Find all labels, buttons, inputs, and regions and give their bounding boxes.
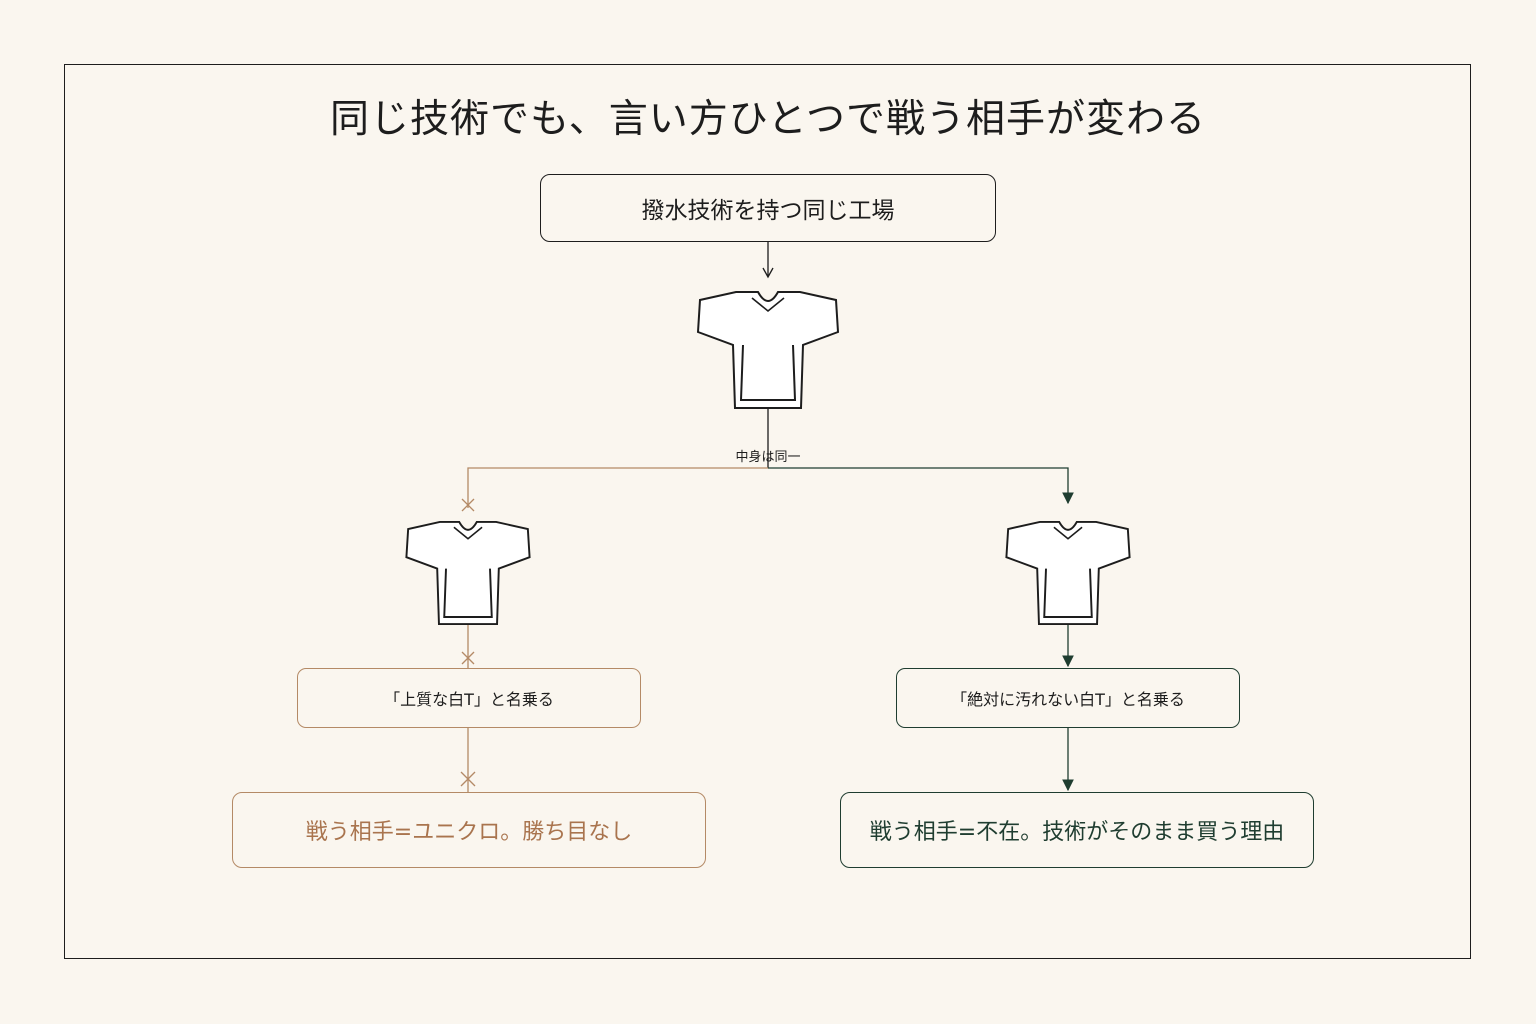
cross-mark-icon [461,651,475,665]
tshirt-icon [1005,520,1131,626]
tshirt-icon [696,291,840,409]
right-name-box: 「絶対に汚れない白T」と名乗る [896,668,1240,728]
diagram-frame [64,64,1471,959]
factory-box: 撥水技術を持つ同じ工場 [540,174,996,242]
right-result-box: 戦う相手=不在。技術がそのまま買う理由 [840,792,1314,868]
right-branch-connector [768,467,1074,505]
cross-mark-icon [461,498,475,512]
left-shirt-connector [461,625,475,668]
arrow-top-to-shirt [762,242,774,279]
left-result-box: 戦う相手=ユニクロ。勝ち目なし [232,792,706,868]
diagram-title: 同じ技術でも、言い方ひとつで戦う相手が変わる [329,97,1207,142]
left-name-box: 「上質な白T」と名乗る [297,668,641,728]
tshirt-icon [405,520,531,626]
cross-mark-icon [460,771,476,787]
left-result-connector [460,728,476,792]
branch-label: 中身は同一 [735,450,801,465]
arrow-icon [762,267,774,279]
left-branch-connector [461,467,768,512]
